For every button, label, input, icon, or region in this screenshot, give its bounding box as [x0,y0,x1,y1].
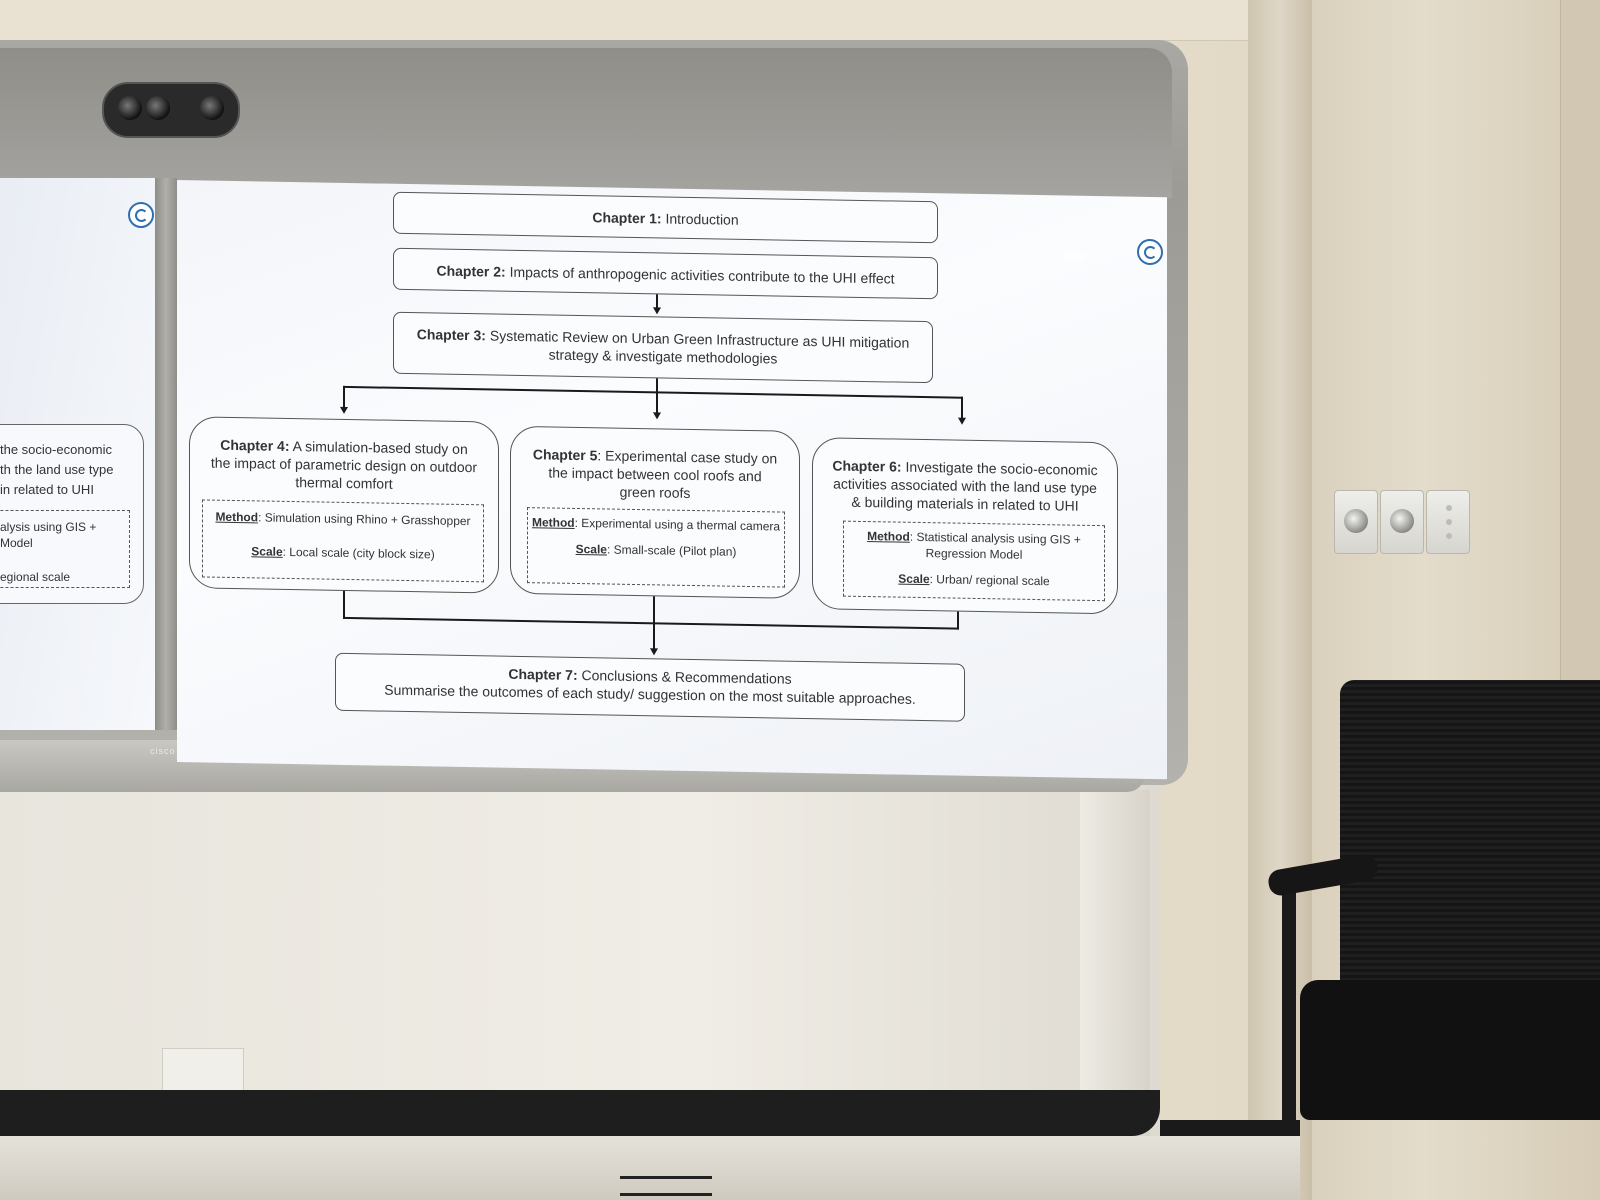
chapter-2-box: Chapter 2: Impacts of anthropogenic acti… [393,247,938,300]
chapter-5-label: Chapter 5 [532,446,598,464]
arrow-down-icon [653,307,661,315]
left-method-text: alysis using GIS + [0,520,97,534]
connector [653,622,655,651]
left-scale-text: egional scale [0,570,71,584]
chair-seat [1300,980,1600,1120]
chair-leg [1282,880,1296,1200]
left-text-line: the socio-economic [0,442,112,457]
switch-dot-icon [1446,505,1452,511]
switch-knob-icon [1344,509,1368,533]
chapter-3-box: Chapter 3: Systematic Review on Urban Gr… [393,311,933,384]
chapter-1-label: Chapter 1: [592,209,662,227]
chapter-4-method: : Simulation using Rhino + Grasshopper [258,510,471,529]
chapter-5-method: : Experimental using a thermal camera [574,515,781,534]
lens-icon [200,96,224,120]
switch-dot-icon [1446,519,1452,525]
connector [656,391,658,414]
left-text-line: in related to UHI [0,482,94,497]
chapter-4-label: Chapter 4: [220,436,290,454]
stand-grille-icon [620,1176,712,1196]
scale-label: Scale [251,544,283,559]
chapter-4-method-box: Method: Simulation using Rhino + Grassho… [202,499,484,583]
light-switch-2[interactable] [1380,490,1424,554]
switch-panel[interactable] [1426,490,1470,554]
arrow-down-icon [340,406,348,414]
method-label: Method [531,515,575,530]
chapter-5-method-box: Method: Experimental using a thermal cam… [527,507,785,588]
switch-dot-icon [1446,533,1452,539]
connector [656,378,658,393]
chapter-7-box: Chapter 7: Conclusions & Recommendations… [335,652,965,722]
chapter-6-scale: : Urban/ regional scale [929,572,1050,589]
method-label: Method [867,529,910,544]
chapter-3-text: Systematic Review on Urban Green Infrast… [489,327,910,367]
connector [343,385,963,399]
connector [343,590,345,619]
university-logo-icon [128,202,154,228]
chapter-6-label: Chapter 6: [832,457,902,475]
arrow-down-icon [653,412,661,420]
left-chapter-box [0,424,144,604]
university-logo-icon [1137,238,1163,266]
chapter-6-method: : Statistical analysis using GIS + Regre… [909,529,1081,562]
chapter-7-label: Chapter 7: [508,665,578,683]
light-switch-1[interactable] [1334,490,1378,554]
chapter-6-method-box: Method: Statistical analysis using GIS +… [843,520,1105,602]
connector [343,616,959,630]
chapter-2-label: Chapter 2: [436,262,506,280]
chapter-1-text: Introduction [665,210,739,228]
switch-knob-icon [1390,509,1414,533]
screen-divider [155,178,177,730]
chapter-1-box: Chapter 1: Introduction [393,191,938,244]
wall-trim [1560,0,1600,700]
left-method-text: Model [0,536,33,550]
connector [343,385,345,408]
scale-label: Scale [898,571,930,587]
chapter-4-box: Chapter 4: A simulation-based study on t… [189,416,499,594]
lens-icon [118,96,142,120]
camera-icon [102,82,240,138]
stand-base-lip [0,1136,1300,1200]
left-text-line: th the land use type [0,462,114,477]
main-screen: Chapter 1: Introduction Chapter 2: Impac… [177,180,1167,780]
connector [961,396,963,419]
chapter-5-scale: : Small-scale (Pilot plan) [606,542,737,559]
brand-logo: cisco [150,746,176,756]
chapter-6-box: Chapter 6: Investigate the socio-economi… [812,437,1118,615]
left-method-box [0,510,130,588]
stand-base [0,1090,1160,1136]
method-label: Method [215,509,259,525]
arrow-down-icon [650,648,658,656]
chapter-4-scale: : Local scale (city block size) [282,544,435,562]
chair-back [1340,680,1600,1020]
chapter-3-label: Chapter 3: [416,326,486,344]
chapter-5-box: Chapter 5: Experimental case study on th… [510,425,800,599]
connector [656,294,658,309]
scale-label: Scale [575,541,607,557]
screen-glare [1062,253,1086,260]
lens-icon [146,96,170,120]
connector [653,596,655,625]
chapter-2-text: Impacts of anthropogenic activities cont… [509,263,895,287]
arrow-down-icon [958,417,966,425]
